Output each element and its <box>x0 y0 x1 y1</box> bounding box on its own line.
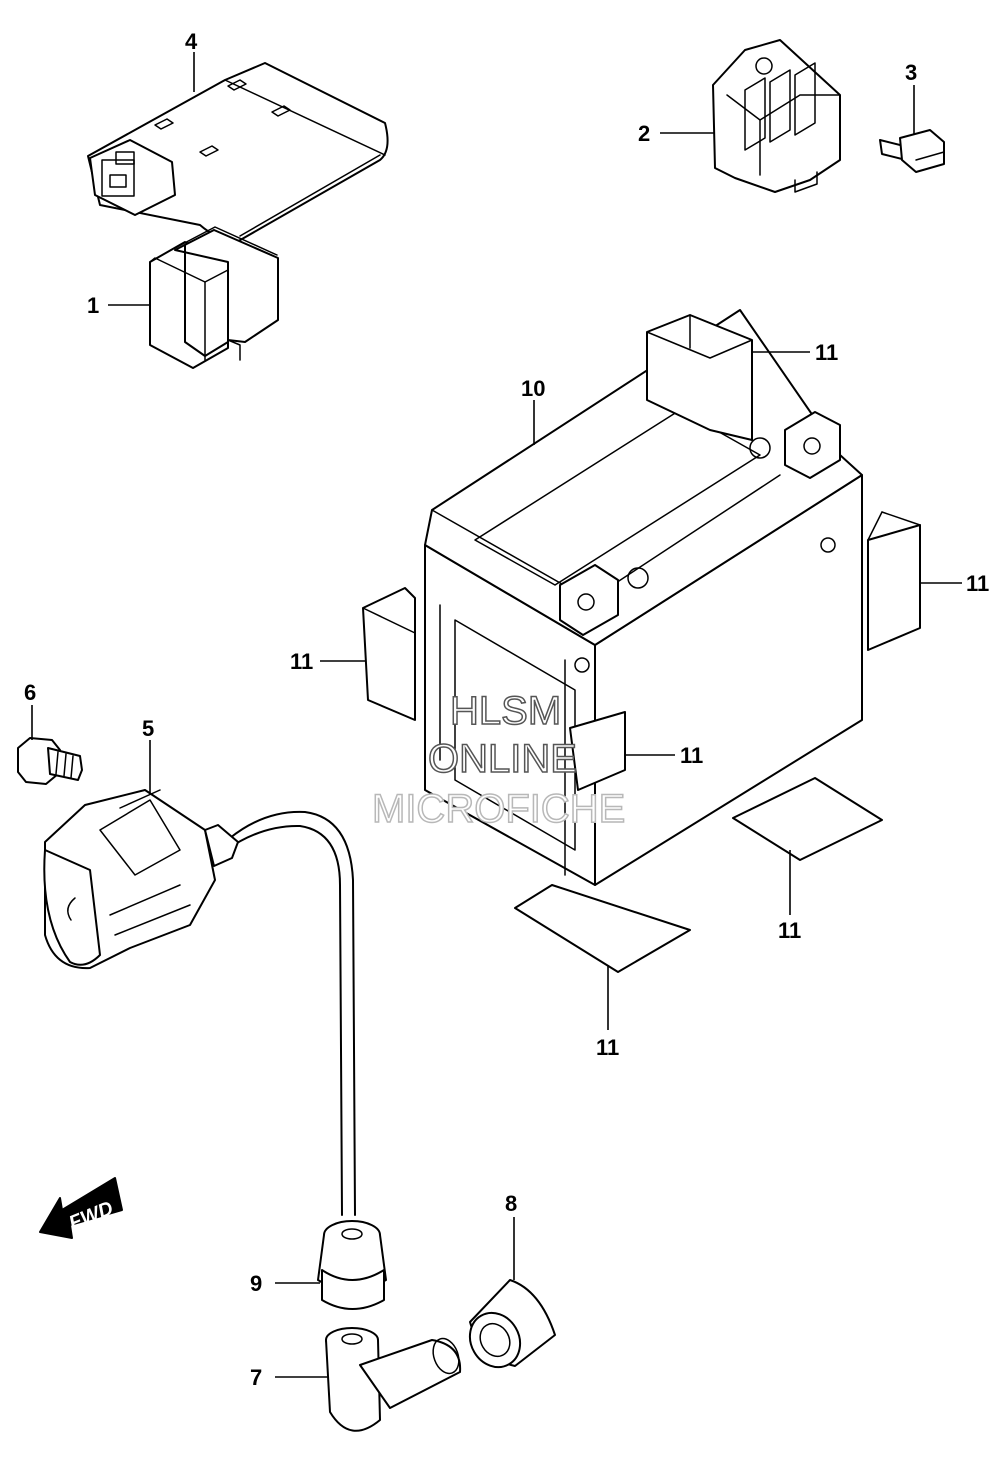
callout-11-front-label: 11 <box>680 743 703 768</box>
callout-11-bottom: 11 <box>596 965 619 1060</box>
forward-arrow-icon: FWD <box>39 1177 123 1239</box>
part-11-pad-top[interactable] <box>646 314 753 441</box>
watermark-line-3: MICROFICHE <box>372 787 625 831</box>
part-11-pad-right[interactable] <box>867 511 921 651</box>
part-11-pad-bottom-right[interactable] <box>732 777 883 861</box>
callout-11-bottom-label: 11 <box>596 1035 619 1060</box>
callout-7-label: 7 <box>250 1365 262 1390</box>
callout-11-left: 11 <box>290 649 366 674</box>
callout-11-left-label: 11 <box>290 649 313 674</box>
part-8-cap[interactable] <box>460 1279 556 1376</box>
callout-11-right-label: 11 <box>966 571 989 596</box>
callout-11-right: 11 <box>920 571 989 596</box>
callout-6-label: 6 <box>24 680 36 705</box>
callout-1-label: 1 <box>87 293 99 318</box>
callout-8-label: 8 <box>505 1191 517 1216</box>
callout-3-label: 3 <box>905 60 917 85</box>
watermark: HLSM ONLINE MICROFICHE <box>371 688 626 832</box>
callout-8: 8 <box>505 1191 517 1280</box>
callout-11-top: 11 <box>752 340 838 365</box>
watermark-line-1: HLSM <box>450 689 561 733</box>
callout-2-label: 2 <box>638 121 650 146</box>
part-7-plug-cap[interactable] <box>325 1327 463 1432</box>
callout-1: 1 <box>87 293 150 318</box>
callout-5-label: 5 <box>142 716 154 741</box>
part-2-regulator[interactable] <box>712 39 841 193</box>
callout-10: 10 <box>521 376 545 445</box>
part-11-pad-bottom[interactable] <box>514 884 691 973</box>
watermark-line-2: ONLINE <box>428 737 577 781</box>
callout-9-label: 9 <box>250 1271 262 1296</box>
callout-11-bottom-right-label: 11 <box>778 918 801 943</box>
callout-4-label: 4 <box>185 29 198 54</box>
callout-7: 7 <box>250 1365 328 1390</box>
callout-11-front: 11 <box>625 743 703 768</box>
callout-5: 5 <box>142 716 154 795</box>
callout-11-top-label: 11 <box>815 340 838 365</box>
callout-11-bottom-right: 11 <box>778 850 801 943</box>
callout-9: 9 <box>250 1271 320 1296</box>
callout-10-label: 10 <box>521 376 545 401</box>
part-11-pad-front[interactable] <box>569 711 626 791</box>
part-11-pad-left[interactable] <box>362 587 416 721</box>
callout-6: 6 <box>24 680 36 740</box>
part-5-ignition-coil[interactable] <box>43 789 356 1216</box>
callout-2: 2 <box>638 121 715 146</box>
callout-4: 4 <box>185 29 198 92</box>
part-1-relay[interactable] <box>149 226 279 369</box>
part-4-connector-module[interactable] <box>87 62 389 244</box>
callout-3: 3 <box>905 60 917 135</box>
part-9-grommet[interactable] <box>317 1220 387 1310</box>
part-6-bolt[interactable] <box>17 737 83 785</box>
part-3-bolt[interactable] <box>879 129 945 173</box>
